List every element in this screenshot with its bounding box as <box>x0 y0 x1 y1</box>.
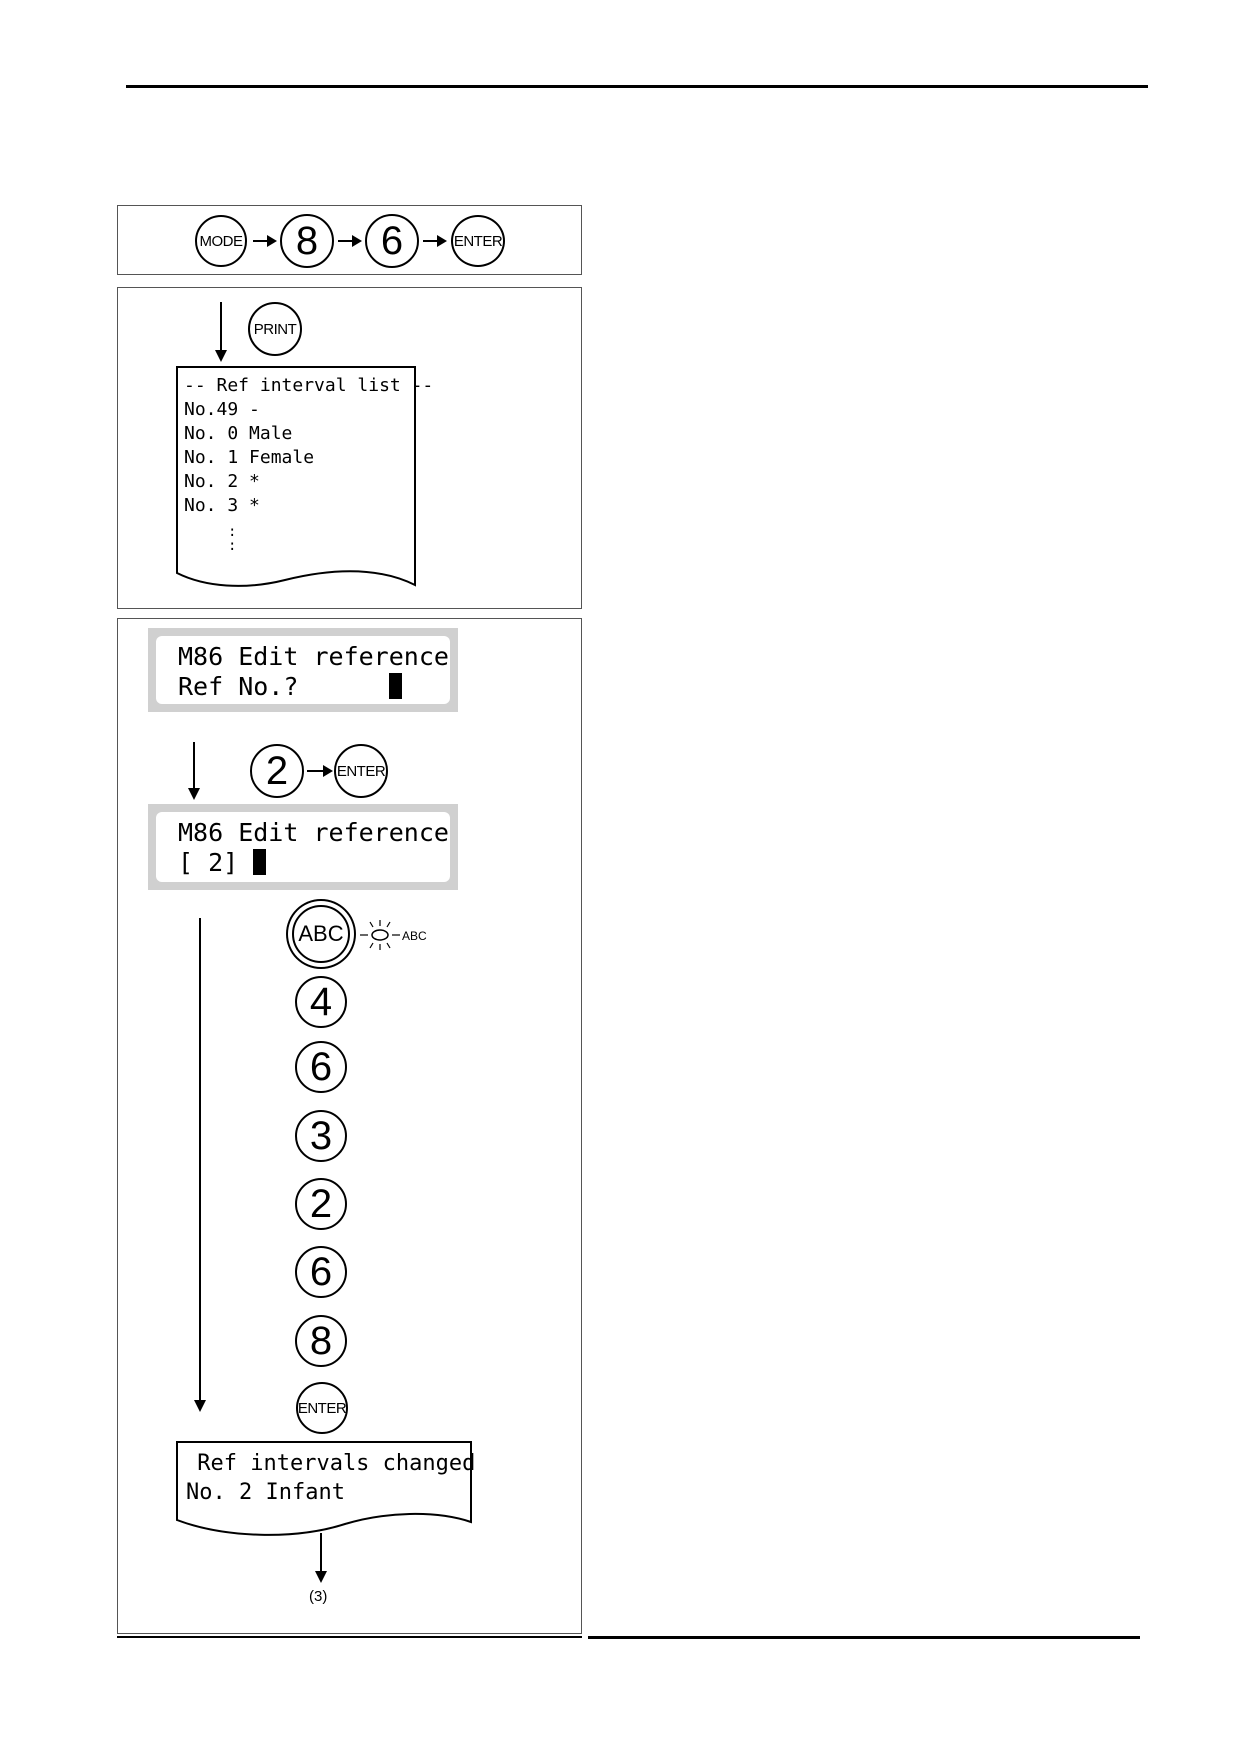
continuation-reference: (3) <box>309 1588 328 1605</box>
printout-line: No. 2 * <box>184 471 260 492</box>
mode-key[interactable]: MODE <box>195 215 247 267</box>
lcd-display: M86 Edit reference [ 2] <box>148 804 458 890</box>
arrow-down-icon <box>194 918 206 1412</box>
key-2[interactable]: 2 <box>250 744 304 798</box>
printout-line: No.49 - <box>184 399 260 420</box>
key-6[interactable]: 6 <box>295 1041 347 1093</box>
enter-key[interactable]: ENTER <box>451 215 505 267</box>
top-rule <box>126 85 1148 88</box>
bottom-rule <box>117 1636 582 1638</box>
printout-line: No. 3 * <box>184 495 260 516</box>
printout-ellipsis: : <box>228 538 237 554</box>
enter-key[interactable]: ENTER <box>334 744 388 798</box>
key-8[interactable]: 8 <box>295 1315 347 1367</box>
arrow-right-icon <box>423 235 447 247</box>
lcd-line: M86 Edit reference <box>178 818 449 847</box>
arrow-right-icon <box>253 235 277 247</box>
printout-paper <box>176 1441 472 1536</box>
lcd-line: [ 2] <box>178 848 239 877</box>
abc-indicator-label: ABC <box>402 929 427 943</box>
abc-key[interactable]: ABC <box>292 905 350 963</box>
key-6[interactable]: 6 <box>365 214 419 268</box>
indicator-lamp-icon <box>360 920 400 950</box>
printout-line: Ref intervals changed <box>184 1451 476 1476</box>
text-cursor <box>253 849 267 875</box>
arrow-down-icon <box>188 742 200 800</box>
key-4[interactable]: 4 <box>295 976 347 1028</box>
printout-line: -- Ref interval list -- <box>184 375 434 396</box>
printout-line: No. 1 Female <box>184 447 315 468</box>
key-3[interactable]: 3 <box>295 1110 347 1162</box>
arrow-right-icon <box>307 765 333 777</box>
key-8[interactable]: 8 <box>280 214 334 268</box>
print-key[interactable]: PRINT <box>248 302 302 356</box>
enter-key[interactable]: ENTER <box>296 1382 348 1434</box>
printout-paper <box>176 366 416 587</box>
printout-line: No. 2 Infant <box>186 1480 345 1505</box>
printout-ellipsis: : <box>228 524 237 540</box>
arrow-down-icon <box>315 1533 327 1583</box>
arrow-down-icon <box>215 302 227 362</box>
printout-line: No. 0 Male <box>184 423 293 444</box>
bottom-rule <box>588 1636 1140 1639</box>
lcd-line: M86 Edit reference <box>178 642 449 671</box>
key-6[interactable]: 6 <box>295 1246 347 1298</box>
arrow-right-icon <box>338 235 362 247</box>
lcd-line: Ref No.? <box>178 672 299 701</box>
lcd-display: M86 Edit reference Ref No.? <box>148 628 458 712</box>
key-2[interactable]: 2 <box>295 1178 347 1230</box>
text-cursor <box>388 673 402 699</box>
